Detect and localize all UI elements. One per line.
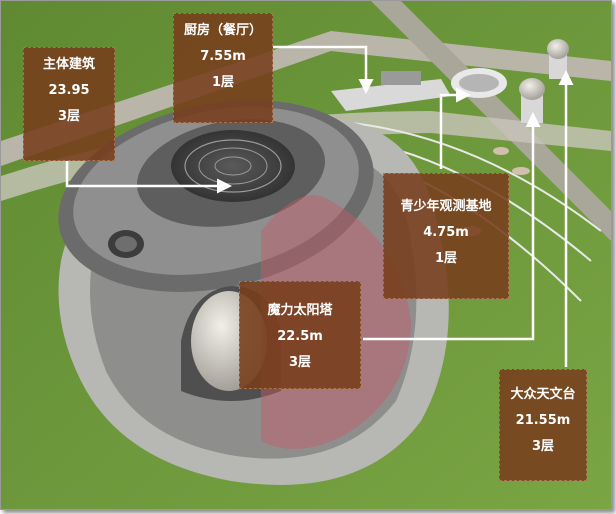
label-sun-floors: 3层 xyxy=(288,355,312,370)
label-public-observatory: 大众天文台 21.55m 3层 xyxy=(499,369,587,481)
label-youth-name: 青少年观测基地 xyxy=(400,199,492,214)
label-sun-height: 22.5m xyxy=(277,329,323,344)
label-public-height: 21.55m xyxy=(515,413,571,428)
arrow-sun xyxy=(363,112,541,341)
label-main-height: 23.95 xyxy=(48,83,90,98)
label-main-floors: 3层 xyxy=(57,109,81,124)
label-youth-base: 青少年观测基地 4.75m 1层 xyxy=(383,173,509,299)
arrow-main xyxy=(65,161,232,194)
road-top xyxy=(1,31,611,166)
label-kitchen-height: 7.55m xyxy=(200,49,246,64)
label-main-name: 主体建筑 xyxy=(42,57,95,72)
path-curve xyxy=(1,111,611,201)
kitchen-building xyxy=(331,79,451,111)
label-sun-tower: 魔力太阳塔 22.5m 3层 xyxy=(239,281,361,389)
observatory-bowl xyxy=(171,130,295,202)
observatory-dome-2 xyxy=(519,78,545,100)
site-rendering xyxy=(1,1,611,509)
label-sun-name: 魔力太阳塔 xyxy=(267,303,333,318)
label-public-name: 大众天文台 xyxy=(510,387,576,402)
label-youth-floors: 1层 xyxy=(434,251,458,266)
label-public-floors: 3层 xyxy=(531,439,555,454)
label-kitchen-name: 厨房（餐厅） xyxy=(183,23,262,38)
observatory-dome-1 xyxy=(547,39,569,59)
label-youth-height: 4.75m xyxy=(423,225,469,240)
label-kitchen-floors: 1层 xyxy=(211,75,235,90)
arrow-kitchen xyxy=(273,45,374,94)
label-kitchen: 厨房（餐厅） 7.55m 1层 xyxy=(173,13,273,123)
arrow-youth xyxy=(439,87,471,169)
label-main-building: 主体建筑 23.95 3层 xyxy=(23,47,115,161)
